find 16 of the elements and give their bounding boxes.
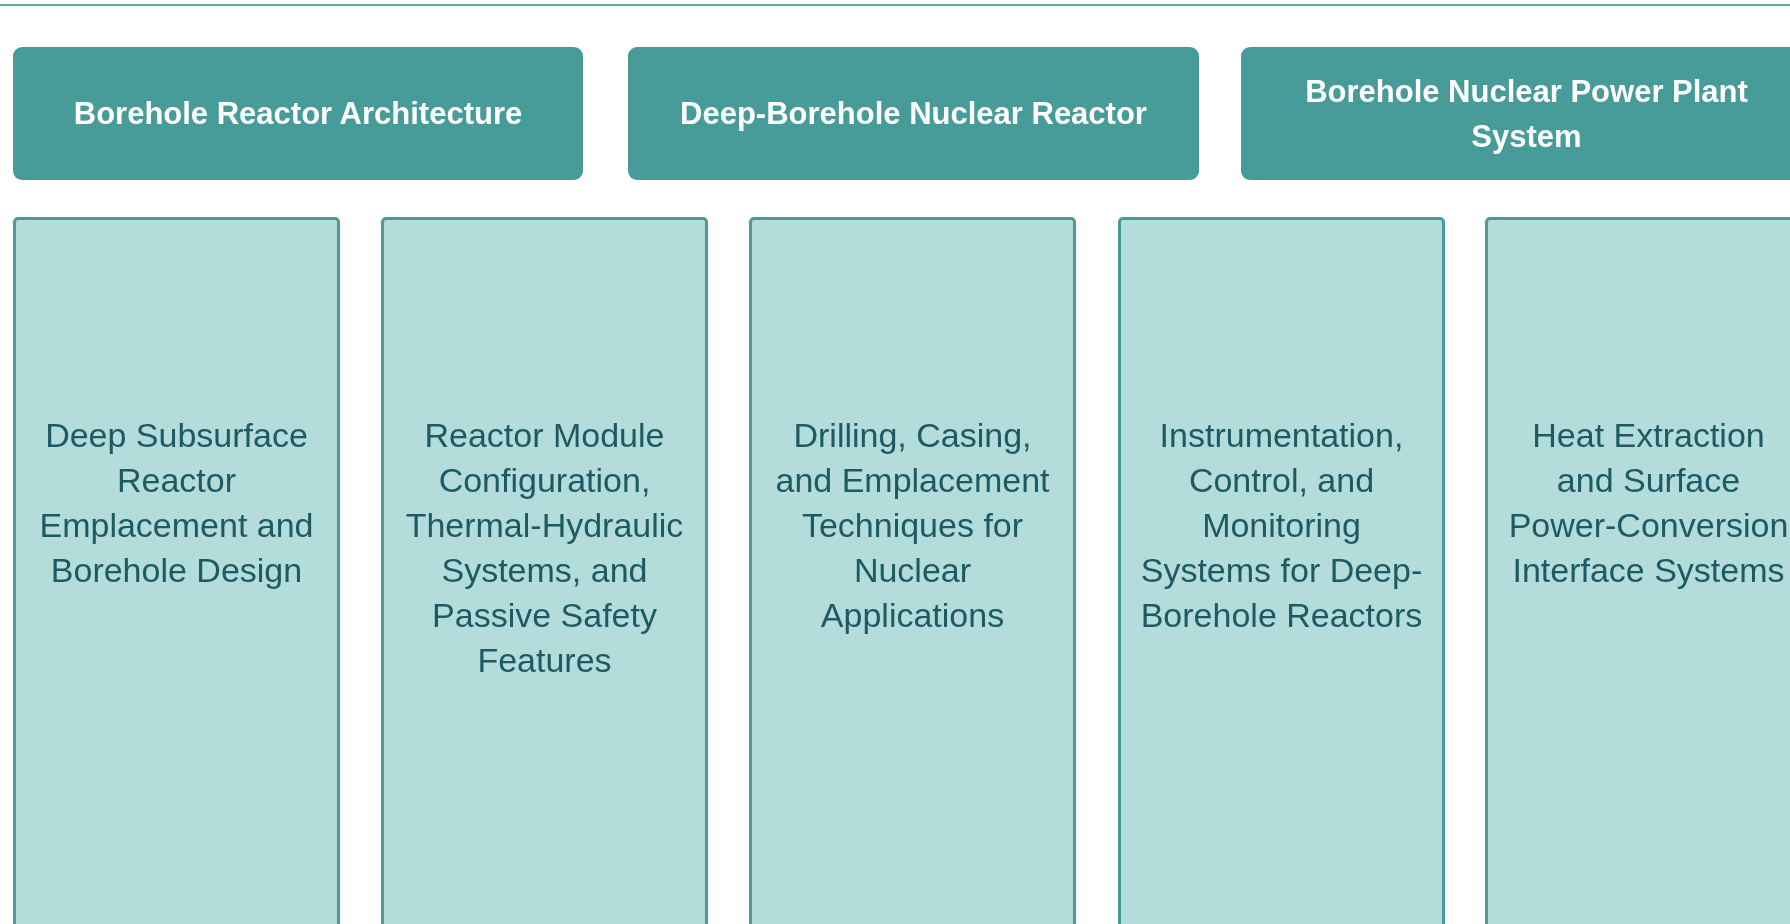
header-title: Borehole Reactor Architecture xyxy=(73,95,523,133)
header-banner xyxy=(1241,47,1790,180)
topic-panel xyxy=(1485,217,1790,924)
topic-text: Deep Subsurface Reactor Emplacement and Borehole Design xyxy=(38,415,315,591)
topic-text: Drilling, Casing, and Emplacement Techniques for Nuclear Applications xyxy=(774,415,1051,636)
topic-panel xyxy=(1118,217,1445,924)
topic-text: Heat Extraction and Surface Power-Conversion Interface Systems xyxy=(1507,415,1790,591)
topic-text: Reactor Module Configuration, Thermal-Hydraulic Systems, and Passive Safety Features xyxy=(404,415,685,681)
topic-text: Instrumentation, Control, and Monitoring Systems for Deep-Borehole Reactors xyxy=(1139,415,1424,636)
topic-panel xyxy=(381,217,708,924)
topic-panel xyxy=(749,217,1076,924)
header-banner xyxy=(628,47,1199,180)
header-title: Borehole Nuclear Power Plant System xyxy=(1304,72,1749,156)
header-title: Deep-Borehole Nuclear Reactor xyxy=(680,95,1147,133)
header-banner xyxy=(13,47,583,180)
topic-panel xyxy=(13,217,340,924)
